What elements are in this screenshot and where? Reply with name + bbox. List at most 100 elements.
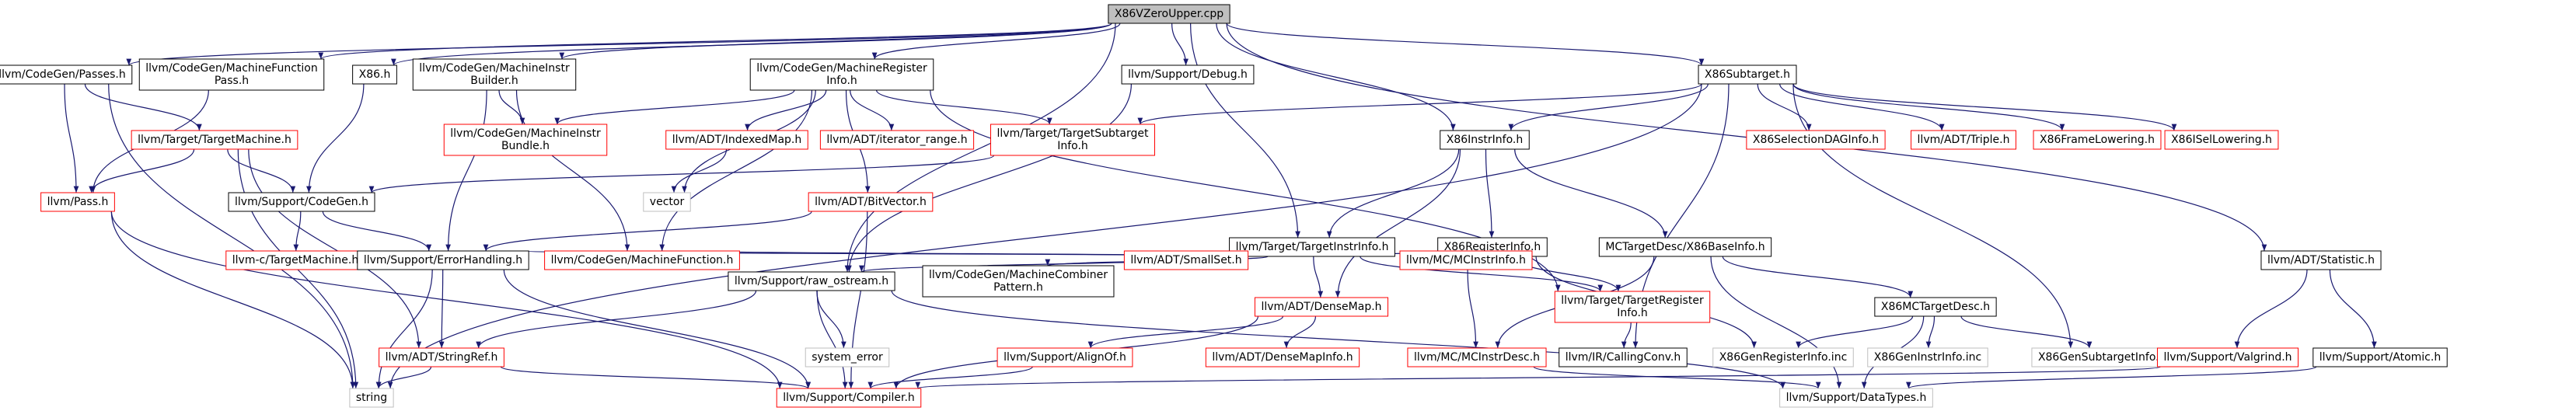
edge-cg-passes-to-pass: [64, 83, 79, 193]
node-label: llvm/CodeGen/MachineFunction.h: [551, 254, 734, 266]
node-label: X86.h: [359, 68, 391, 81]
node-sup-vg[interactable]: llvm/Support/Valgrind.h: [2156, 347, 2299, 367]
node-box: [1229, 237, 1395, 257]
node-sup-cg[interactable]: llvm/Support/CodeGen.h: [228, 192, 375, 212]
edge-sup-cg-to-sup-eh: [322, 211, 432, 252]
node-box: [0, 64, 133, 85]
node-adt-sr[interactable]: llvm/ADT/StringRef.h: [379, 347, 504, 367]
node-label: llvm/CodeGen/MachineInstr: [419, 62, 570, 75]
node-label: llvm/Support/CodeGen.h: [235, 196, 368, 208]
node-adt-triple[interactable]: llvm/ADT/Triple.h: [1911, 130, 2016, 150]
node-adt-dm[interactable]: llvm/ADT/DenseMap.h: [1254, 297, 1389, 317]
node-label: X86GenRegisterInfo.inc: [1719, 351, 1848, 364]
node-sup-eh[interactable]: llvm/Support/ErrorHandling.h: [357, 250, 529, 270]
edge-x86sub-to-tgt-tsi: [1137, 83, 1702, 125]
node-box: [379, 347, 504, 367]
node-x86gsi[interactable]: X86GenSubtargetInfo.inc: [2031, 347, 2182, 367]
edge-cg-mri-to-adt-ir: [850, 89, 895, 131]
edge-x86ii-to-tgt-tii: [1326, 148, 1460, 239]
node-x86h[interactable]: X86.h: [352, 64, 397, 85]
edge-sup-eh-to-adt-sr: [438, 269, 445, 349]
node-x86sdag[interactable]: X86SelectionDAGInfo.h: [1746, 130, 1886, 150]
node-sup-comp[interactable]: llvm/Support/Compiler.h: [776, 388, 922, 408]
node-adt-ss[interactable]: llvm/ADT/SmallSet.h: [1123, 250, 1249, 270]
node-label: Info.h: [826, 75, 857, 87]
node-box: [1121, 64, 1255, 85]
node-root[interactable]: X86VZeroUpper.cpp: [1108, 4, 1230, 24]
edge-sup-vg-to-sup-comp: [916, 366, 2162, 389]
edge-sup-align-to-sup-comp: [867, 366, 1033, 389]
node-pass[interactable]: llvm/Pass.h: [40, 192, 115, 212]
edge-root-to-cg-mfpass: [318, 23, 1112, 60]
node-mc-ii[interactable]: llvm/MC/MCInstrInfo.h: [1399, 250, 1533, 270]
node-sys-err[interactable]: system_error: [805, 347, 890, 367]
node-sup-dt[interactable]: llvm/Support/DataTypes.h: [1779, 388, 1933, 408]
node-adt-bv[interactable]: llvm/ADT/BitVector.h: [808, 192, 934, 212]
node-sup-ros[interactable]: llvm/Support/raw_ostream.h: [728, 271, 895, 291]
node-box: [412, 58, 577, 91]
node-adt-stat[interactable]: llvm/ADT/Statistic.h: [2260, 250, 2382, 270]
node-box: [997, 347, 1133, 367]
edge-adt-bv-to-sup-eh: [483, 211, 812, 252]
node-x86sub[interactable]: X86Subtarget.h: [1698, 64, 1797, 85]
node-label: llvm/MC/MCInstrDesc.h: [1414, 351, 1540, 364]
node-box: [357, 250, 529, 270]
node-label: llvm/ADT/BitVector.h: [815, 196, 927, 208]
node-adt-dmi[interactable]: llvm/ADT/DenseMapInfo.h: [1205, 347, 1360, 367]
node-x86mctd[interactable]: X86MCTargetDesc.h: [1874, 297, 1997, 317]
edge-tgt-tri-to-ir-cc: [1621, 322, 1632, 349]
node-label: X86Subtarget.h: [1705, 68, 1790, 81]
edge-adt-dm-to-sup-align: [1087, 315, 1284, 349]
node-mc-id[interactable]: llvm/MC/MCInstrDesc.h: [1407, 347, 1547, 367]
node-box: [40, 192, 115, 212]
node-label: llvm/Support/ErrorHandling.h: [364, 254, 522, 266]
node-label: llvm/ADT/StringRef.h: [386, 351, 498, 364]
node-x86fl[interactable]: X86FrameLowering.h: [2033, 130, 2162, 150]
node-box: [643, 192, 691, 212]
node-box: [1108, 4, 1230, 24]
node-sup-atomic[interactable]: llvm/Support/Atomic.h: [2312, 347, 2448, 367]
edge-x86mctd-to-x86gsi: [1960, 315, 2093, 349]
edge-mc-bi-to-sup-dt: [1710, 256, 1842, 389]
node-adt-ir[interactable]: llvm/ADT/iterator_range.h: [819, 130, 975, 150]
edge-sup-cg-to-c-tm: [293, 211, 302, 252]
edge-mc-id-to-sup-dt: [1533, 366, 1821, 389]
node-box: [225, 250, 365, 270]
node-tgt-tii[interactable]: llvm/Target/TargetInstrInfo.h: [1229, 237, 1395, 257]
node-vector[interactable]: vector: [643, 192, 691, 212]
node-tgt-tm[interactable]: llvm/Target/TargetMachine.h: [131, 130, 298, 150]
node-c-tm[interactable]: llvm-c/TargetMachine.h: [225, 250, 365, 270]
node-x86ii[interactable]: X86InstrInfo.h: [1440, 130, 1530, 150]
node-cg-mf[interactable]: llvm/CodeGen/MachineFunction.h: [544, 250, 740, 270]
node-cg-passes[interactable]: llvm/CodeGen/Passes.h: [0, 64, 133, 85]
edge-cg-mri-to-cg-mf: [659, 89, 813, 252]
node-ir-cc[interactable]: llvm/IR/CallingConv.h: [1559, 347, 1688, 367]
node-string[interactable]: string: [349, 388, 394, 408]
edge-cg-mri-to-adt-im: [745, 89, 827, 131]
node-label: Info.h: [1057, 140, 1088, 152]
node-sup-align[interactable]: llvm/Support/AlignOf.h: [997, 347, 1133, 367]
node-label: Pattern.h: [993, 281, 1043, 294]
edge-root-to-cg-mib: [559, 23, 1112, 60]
edge-cg-mib-to-cg-mibundle: [498, 89, 525, 125]
node-sup-debug[interactable]: llvm/Support/Debug.h: [1121, 64, 1255, 85]
edge-adt-dm-to-adt-dmi: [1283, 315, 1317, 349]
node-x86isel[interactable]: X86ISelLowering.h: [2164, 130, 2279, 150]
node-x86gii[interactable]: X86GenInstrInfo.inc: [1867, 347, 1988, 367]
node-x86gri[interactable]: X86GenRegisterInfo.inc: [1712, 347, 1854, 367]
node-label: llvm/Target/TargetInstrInfo.h: [1236, 241, 1389, 253]
edge-x86sub-to-string: [387, 83, 1702, 389]
node-adt-im[interactable]: llvm/ADT/IndexedMap.h: [665, 130, 808, 150]
edge-x86ii-to-mc-bi: [1514, 148, 1668, 239]
node-box: [776, 388, 922, 408]
node-mc-bi[interactable]: MCTargetDesc/X86BaseInfo.h: [1598, 237, 1772, 257]
node-label: X86MCTargetDesc.h: [1881, 301, 1990, 313]
